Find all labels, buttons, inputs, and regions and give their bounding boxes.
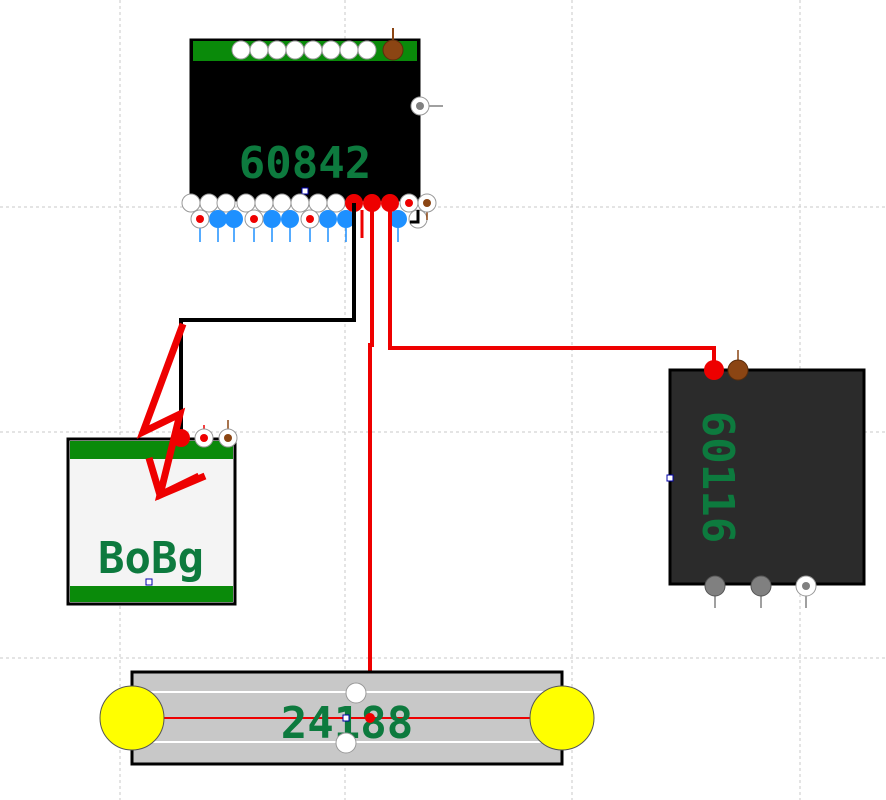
bar-24188-left-cap[interactable] bbox=[99, 685, 165, 751]
wires[interactable] bbox=[179, 203, 716, 720]
chip-60116-pin-brown[interactable] bbox=[727, 359, 749, 381]
chip-60842[interactable]: 60842 bbox=[181, 28, 443, 242]
bar-24188[interactable]: 24188 bbox=[99, 670, 595, 766]
module-bobg[interactable]: BoBg bbox=[66, 420, 238, 606]
chip-60842-top-pins[interactable] bbox=[231, 40, 377, 60]
chip-60842-pin-brown[interactable] bbox=[382, 39, 404, 61]
wire-black bbox=[179, 203, 356, 440]
lightning-arrow-icon bbox=[136, 322, 207, 501]
chip-60842-blue-pins[interactable] bbox=[190, 209, 428, 242]
wire-red-bar bbox=[368, 203, 374, 720]
chip-60842-label: 60842 bbox=[239, 138, 371, 189]
bar-24188-right-cap[interactable] bbox=[529, 685, 595, 751]
chip-60116[interactable]: 60116 bbox=[666, 350, 866, 608]
module-bobg-label: BoBg bbox=[98, 533, 204, 584]
chip-60116-bottom-pins[interactable] bbox=[704, 575, 817, 597]
chip-60116-label: 60116 bbox=[692, 411, 743, 543]
wire-red-60116 bbox=[388, 203, 716, 368]
chip-60842-bottom-pins[interactable] bbox=[181, 193, 346, 213]
